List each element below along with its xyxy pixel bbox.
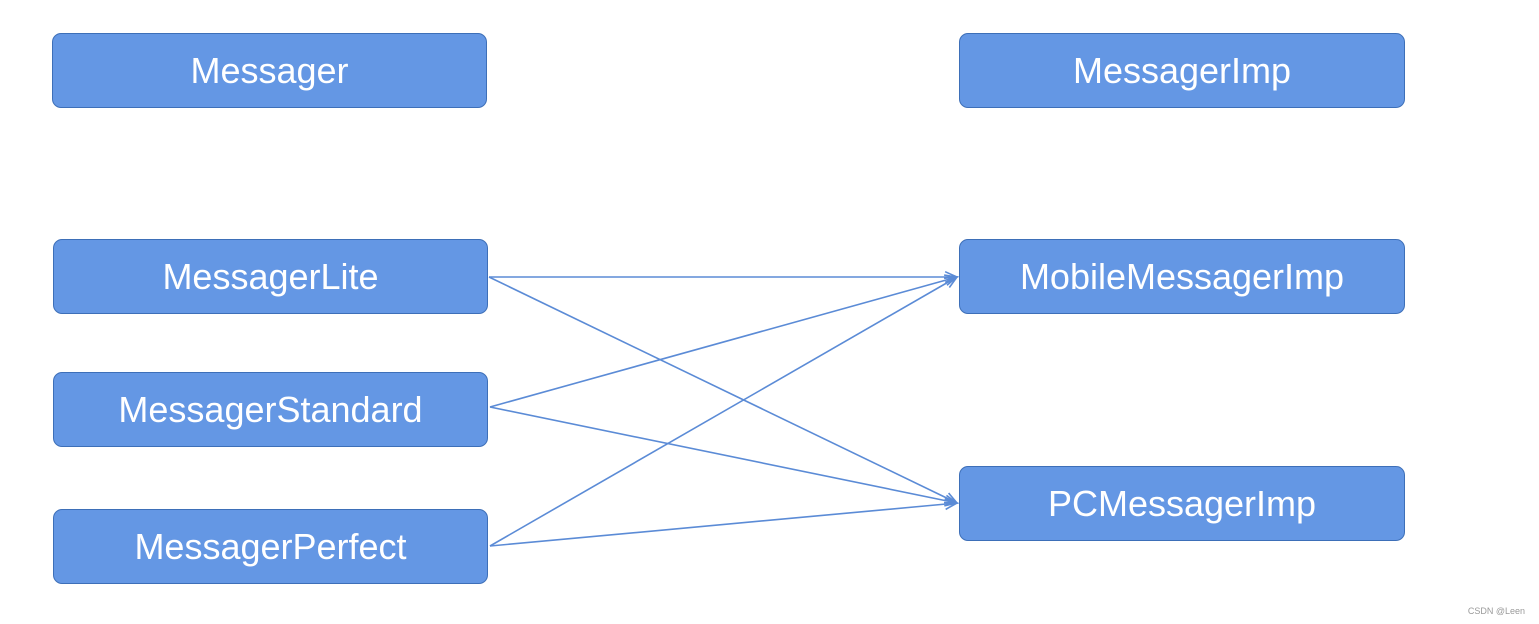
node-messager-imp-label: MessagerImp [1072,49,1292,91]
node-pc-messager-imp-label: PCMessagerImp [1047,482,1317,524]
arrowhead-messager-lite-to-mobile-messager-imp [944,270,959,284]
node-messager-perfect: MessagerPerfect [53,509,488,584]
arrowhead-messager-standard-to-pc-messager-imp [944,494,959,507]
arrow-messager-perfect-to-pc-messager-imp [489,502,958,547]
arrow-messager-standard-to-pc-messager-imp [489,406,958,504]
arrowhead-messager-perfect-to-pc-messager-imp [944,498,959,511]
node-messager-lite-label: MessagerLite [162,255,379,297]
edge-group [488,270,959,547]
arrowhead-messager-perfect-to-mobile-messager-imp [943,276,959,288]
watermark: CSDN @Leen [1467,606,1525,616]
node-messager-perfect-label: MessagerPerfect [134,525,407,567]
node-pc-messager-imp: PCMessagerImp [959,466,1405,541]
node-messager-standard: MessagerStandard [53,372,488,447]
node-mobile-messager-imp: MobileMessagerImp [959,239,1405,314]
node-messager-lite: MessagerLite [53,239,488,314]
arrow-messager-perfect-to-mobile-messager-imp [489,276,958,547]
node-messager-standard-label: MessagerStandard [118,388,423,430]
arrowhead-messager-lite-to-pc-messager-imp [943,492,959,504]
node-messager-label: Messager [190,49,349,91]
node-mobile-messager-imp-label: MobileMessagerImp [1019,255,1345,297]
node-messager-imp: MessagerImp [959,33,1405,108]
arrowhead-messager-standard-to-mobile-messager-imp [944,274,959,286]
arrow-messager-standard-to-mobile-messager-imp [489,276,958,408]
arrow-messager-lite-to-pc-messager-imp [488,276,958,504]
node-messager: Messager [52,33,487,108]
